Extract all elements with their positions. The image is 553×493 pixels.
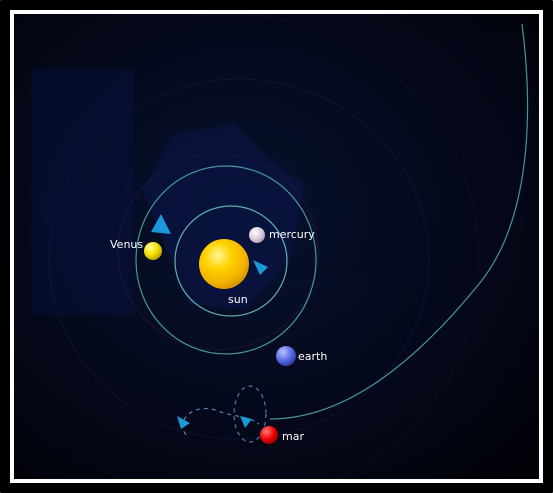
solar-system-canvas: sun mercury Venus earth mar bbox=[14, 14, 539, 479]
mercury-planet-icon bbox=[249, 227, 265, 243]
earth-label: earth bbox=[298, 350, 327, 363]
sun-icon bbox=[199, 239, 249, 289]
venus-orbit bbox=[135, 165, 317, 355]
mercury-orbit bbox=[174, 205, 288, 317]
dashed-loop bbox=[233, 385, 267, 443]
direction-arrow-icon bbox=[253, 260, 268, 275]
direction-arrow-icon bbox=[240, 416, 252, 428]
background-shape bbox=[142, 124, 304, 309]
outer-orbit bbox=[269, 23, 529, 420]
mars-label: mar bbox=[282, 430, 304, 443]
faint-orbit-3 bbox=[117, 153, 319, 351]
sun-label: sun bbox=[228, 293, 248, 306]
direction-arrow-icon bbox=[177, 416, 190, 429]
background-panel-2 bbox=[132, 34, 526, 276]
mercury-label: mercury bbox=[269, 228, 315, 241]
faint-orbit-2 bbox=[14, 14, 480, 479]
solar-system-view: sun mercury Venus earth mar bbox=[14, 14, 539, 479]
direction-arrow-icon bbox=[151, 214, 171, 234]
background-panel bbox=[32, 69, 134, 314]
venus-planet-icon bbox=[144, 242, 162, 260]
mars-planet-icon bbox=[260, 426, 278, 444]
faint-orbit-1 bbox=[48, 78, 430, 440]
venus-label: Venus bbox=[110, 238, 143, 251]
earth-planet-icon bbox=[276, 346, 296, 366]
